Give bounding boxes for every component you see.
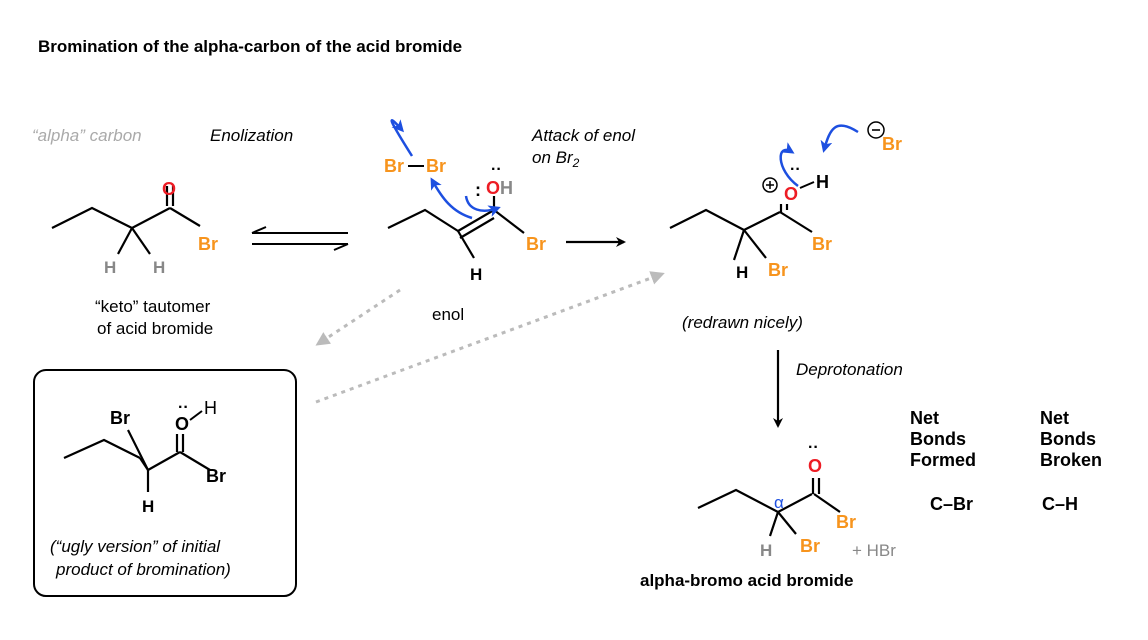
- equilibrium-arrows: [251, 226, 349, 251]
- product-hbr: + HBr: [852, 541, 896, 560]
- intermediate: Br ·· O H Br Br H (redrawn nicely): [669, 121, 902, 332]
- keto-caption-2: of acid bromide: [97, 319, 213, 338]
- enol-caption: enol: [432, 305, 464, 324]
- product-oxygen: O: [808, 456, 822, 476]
- enol-h: H: [470, 265, 482, 284]
- dashed-arrow-to-intermediate: [315, 271, 665, 404]
- intermediate-oh-h: H: [816, 172, 829, 192]
- svg-text:··: ··: [491, 161, 502, 178]
- bromide-ion: Br: [882, 134, 902, 154]
- box-bromine: Br: [110, 408, 130, 428]
- net-bonds-summary: Net Bonds Formed C–Br Net Bonds Broken C…: [910, 408, 1102, 514]
- step-attack-1: Attack of enol: [531, 126, 636, 145]
- keto-oxygen: O: [162, 179, 176, 199]
- intermediate-oxygen: O: [784, 184, 798, 204]
- formed-value: C–Br: [930, 494, 973, 514]
- product-h: H: [760, 541, 772, 560]
- box-caption-1: (“ugly version” of initial: [50, 537, 221, 556]
- enol-oh: OH: [486, 178, 513, 198]
- product-br-right: Br: [836, 512, 856, 532]
- br2-left: Br: [384, 156, 404, 176]
- svg-text:··: ··: [178, 399, 189, 416]
- product-br-alpha: Br: [800, 536, 820, 556]
- ugly-version-box: Br ·· O H Br H (“ugly version” of initia…: [33, 369, 297, 597]
- broken-header-2: Bonds: [1040, 429, 1096, 449]
- product-chain: [697, 488, 813, 514]
- alpha-carbon-note: “alpha” carbon: [32, 126, 142, 145]
- svg-text:··: ··: [808, 439, 819, 456]
- intermediate-caption: (redrawn nicely): [682, 313, 803, 332]
- product-caption: alpha-bromo acid bromide: [640, 571, 853, 590]
- svg-text:··: ··: [790, 161, 801, 178]
- enol-bromine: Br: [526, 234, 546, 254]
- box-caption-2: product of bromination): [55, 560, 231, 579]
- broken-header-1: Net: [1040, 408, 1069, 428]
- box-br-right: Br: [206, 466, 226, 486]
- step-enolization: Enolization: [210, 126, 293, 145]
- step-attack-2: on Br2: [532, 148, 580, 170]
- intermediate-h: H: [736, 263, 748, 282]
- product: ·· O α Br Br H + HBr alpha-bromo acid br…: [640, 439, 896, 590]
- enol-chain: [387, 208, 459, 232]
- page-title: Bromination of the alpha-carbon of the a…: [38, 37, 462, 56]
- keto-caption-1: “keto” tautomer: [95, 297, 211, 316]
- formed-header-1: Net: [910, 408, 939, 428]
- keto-bromine: Br: [198, 234, 218, 254]
- step-deprotonation: Deprotonation: [796, 360, 903, 379]
- intermediate-br-alpha: Br: [768, 260, 788, 280]
- dashed-arrow-to-box: [315, 288, 401, 346]
- box-oxygen: O: [175, 414, 189, 434]
- box-oh-h: H: [204, 398, 217, 418]
- formed-header-3: Formed: [910, 450, 976, 470]
- br2-right: Br: [426, 156, 446, 176]
- intermediate-chain: [669, 208, 781, 232]
- box-chain: [63, 438, 141, 460]
- enol: Br Br OH : ·· Br H enol: [384, 119, 546, 324]
- formed-header-2: Bonds: [910, 429, 966, 449]
- keto-tautomer: “alpha” carbon O Br H H “keto” tautomer …: [32, 126, 218, 338]
- svg-text::: :: [475, 180, 481, 200]
- broken-value: C–H: [1042, 494, 1078, 514]
- keto-h-right: H: [153, 258, 165, 277]
- box-h-bottom: H: [142, 497, 154, 516]
- keto-chain: [51, 206, 171, 230]
- intermediate-br-right: Br: [812, 234, 832, 254]
- keto-h-left: H: [104, 258, 116, 277]
- broken-header-3: Broken: [1040, 450, 1102, 470]
- product-alpha: α: [774, 493, 784, 512]
